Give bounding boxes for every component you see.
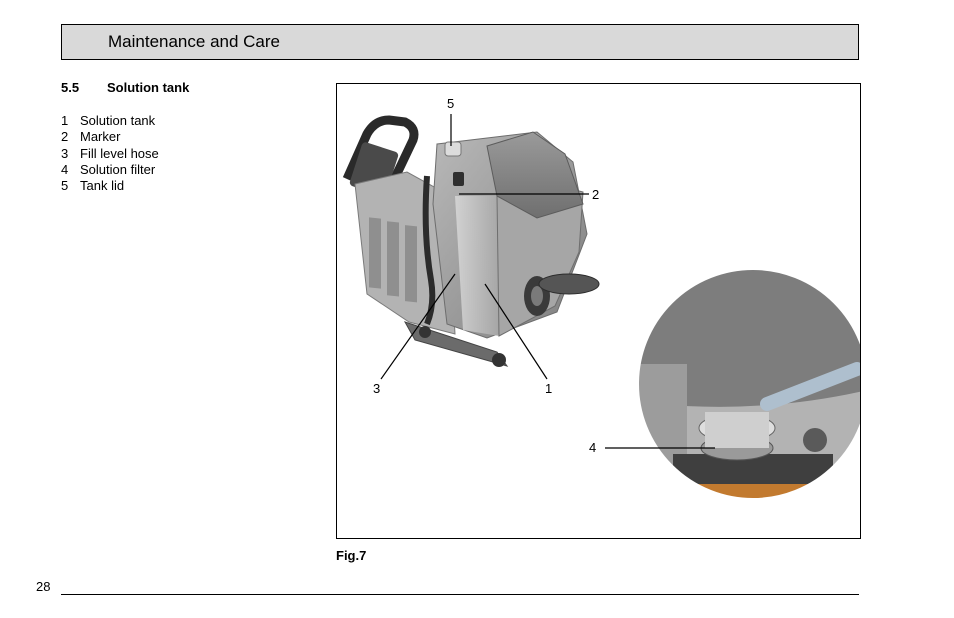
tank-lid-cap — [444, 141, 462, 157]
legend-label: Marker — [80, 129, 121, 145]
squeegee-assembly — [403, 321, 509, 367]
figure-frame: 5 2 3 1 4 — [336, 83, 861, 539]
legend-item: 4 Solution filter — [61, 162, 159, 178]
legend-item: 2 Marker — [61, 129, 159, 145]
legend-label: Solution tank — [80, 113, 156, 128]
brush-head — [538, 273, 600, 295]
section-heading: 5.5 Solution tank — [61, 80, 189, 96]
legend-label: Solution filter — [80, 161, 156, 177]
legend-number: 5 — [61, 178, 69, 193]
callout-5: 5 — [447, 96, 454, 111]
inset-filter-detail — [638, 269, 860, 499]
footer-divider — [61, 594, 859, 595]
page-number: 28 — [36, 579, 51, 594]
fill-level-hose — [422, 175, 436, 326]
callout-line-1 — [484, 283, 548, 380]
callout-3: 3 — [373, 381, 380, 396]
section-number: 5.5 — [61, 80, 80, 95]
scrubber-illustration: 5 2 3 1 4 — [342, 96, 860, 500]
legend-item: 5 Tank lid — [61, 178, 159, 194]
page-header-bar: Maintenance and Care — [61, 24, 859, 60]
legend-number: 4 — [61, 161, 69, 177]
legend-number: 2 — [61, 129, 69, 145]
callout-2: 2 — [592, 187, 599, 202]
callout-4: 4 — [589, 440, 596, 455]
page-title: Maintenance and Care — [108, 32, 281, 51]
legend-number: 3 — [61, 145, 69, 161]
legend-number: 1 — [61, 113, 69, 128]
legend-item: 1 Solution tank — [61, 113, 159, 129]
section-title: Solution tank — [107, 80, 190, 95]
legend-label: Tank lid — [80, 178, 125, 193]
marker — [453, 172, 464, 186]
legend-item: 3 Fill level hose — [61, 146, 159, 162]
figure-caption: Fig.7 — [336, 548, 367, 563]
callout-1: 1 — [545, 381, 552, 396]
machine-lid — [486, 131, 584, 219]
legend-label: Fill level hose — [80, 145, 159, 161]
callout-lines — [380, 114, 715, 449]
callout-line-3 — [380, 273, 456, 380]
